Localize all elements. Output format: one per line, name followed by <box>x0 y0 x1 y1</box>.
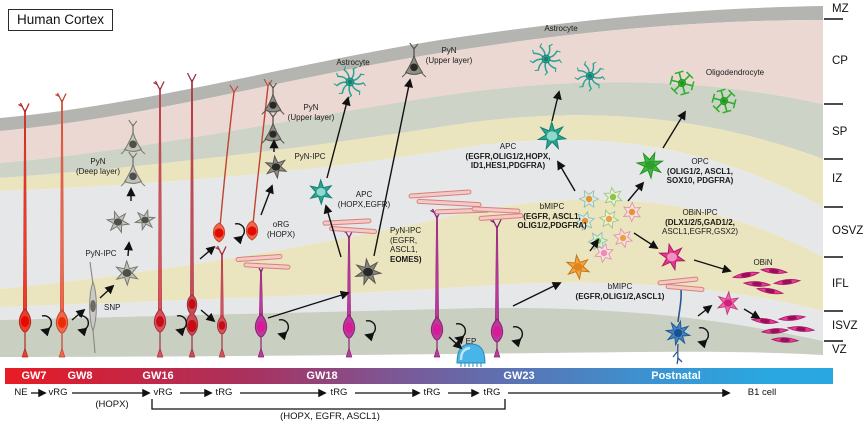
bmipc-cell <box>565 253 591 281</box>
snp-cell <box>89 261 97 354</box>
lineage-arrows <box>71 78 761 350</box>
layer-label-vz: VZ <box>832 344 847 356</box>
org-cells <box>212 78 273 243</box>
trg-cell-4 <box>471 206 524 358</box>
lineage-bracket-note: (HOPX, EGFR, ASCL1) <box>280 411 380 422</box>
label-astrocyte-right: Astrocyte <box>544 24 578 33</box>
trg-cell-1 <box>235 254 291 358</box>
astrocyte-right-cells <box>529 43 606 92</box>
stage-label-gw16: GW16 <box>142 369 174 382</box>
vrg-dividing-cell <box>185 72 199 358</box>
pyn-upper-a-cells <box>261 82 285 144</box>
apc-small-cell <box>309 178 333 206</box>
label-obin-ipc: OBiN-IPC (DLX1/2/5,GAD1/2, ASCL1,EGFR,GS… <box>661 208 739 236</box>
stage-label-postnatal: Postnatal <box>651 369 701 382</box>
lineage-trg-1: tRG <box>215 387 233 398</box>
band-iz <box>0 115 823 207</box>
band-ifl <box>0 199 823 311</box>
label-apc-small: APC(HOPX,EGFR) <box>337 190 391 209</box>
timeline-lineage-arrows <box>31 388 731 410</box>
pyn-ipc-left-cells <box>105 208 157 287</box>
label-pyn-deep: PyN(Deep layer) <box>75 157 121 176</box>
band-mz <box>0 6 823 131</box>
label-org: oRG(HOPX) <box>267 220 295 239</box>
progenitor-cluster <box>574 186 642 264</box>
figure-title: Human Cortex <box>8 9 114 31</box>
vrg-cell-1 <box>18 102 32 358</box>
label-pyn-ipc-upper: PyN-IPC <box>294 152 326 161</box>
layer-label-iz: IZ <box>832 173 843 185</box>
layer-label-isvz: ISVZ <box>832 320 858 332</box>
pyn-upper-b-cell <box>401 42 427 78</box>
lineage-ne: NE <box>14 387 28 398</box>
label-bmipc-lower: bMIPC (EGFR,OLIG1/2,ASCL1) <box>575 282 665 301</box>
layer-ticks <box>824 18 843 342</box>
lineage-hopx-note: (HOPX) <box>95 399 129 410</box>
layer-label-osvz: OSVZ <box>832 225 864 237</box>
label-bmipc-upper: bMIPC (EGFR, ASCL1, OLIG1/2,PDGFRA) <box>517 202 587 230</box>
lineage-trg-4: tRG <box>483 387 501 398</box>
label-astrocyte-left: Astrocyte <box>336 58 370 67</box>
stage-label-gw7: GW7 <box>21 369 47 382</box>
label-pyn-upper-a: PyN(Upper layer) <box>287 103 335 122</box>
label-pyn-ipc-left: PyN-IPC <box>85 249 117 258</box>
lineage-trg-3: tRG <box>423 387 441 398</box>
vrg-cell-3 <box>153 80 167 358</box>
trg-cell-2 <box>322 218 377 358</box>
ep-cell <box>456 343 486 367</box>
pyn-deep-cells <box>120 119 146 187</box>
label-opc: OPC (OLIG1/2, ASCL1, SOX10, PDGFRA) <box>666 157 734 185</box>
layer-label-ifl: IFL <box>832 278 849 290</box>
band-cp <box>0 20 823 163</box>
label-pyn-ipc-eomes: PyN-IPC (EGFR, ASCL1, EOMES) <box>390 226 422 264</box>
label-oligodendrocyte: Oligodendrocyte <box>705 68 765 77</box>
label-snp: SNP <box>104 303 121 312</box>
stage-label-gw23: GW23 <box>503 369 535 382</box>
opc-cell <box>635 151 665 180</box>
astrocyte-left-cell <box>333 66 367 99</box>
label-apc-big: APC (EGFR,OLIG1/2,HOPX, ID1,HES1,PDGFRA) <box>465 142 551 170</box>
lineage-bracket <box>151 399 506 410</box>
obin-cells-isvz <box>750 315 816 343</box>
b1-cell <box>657 276 705 365</box>
label-obin: OBiN <box>753 258 773 267</box>
layer-label-sp: SP <box>832 126 848 138</box>
gestational-week-bar <box>5 368 833 384</box>
obin-ipc-cell-1 <box>658 242 686 272</box>
vrg-cell-2 <box>55 92 69 358</box>
lineage-vrg-2: vRG <box>153 387 173 398</box>
label-pyn-upper-b: PyN(Upper layer) <box>425 46 473 65</box>
band-isvz <box>0 282 823 341</box>
layer-label-cp: CP <box>832 55 848 67</box>
oligodendrocyte-cells <box>669 70 737 114</box>
lineage-trg-2: tRG <box>330 387 348 398</box>
pyn-ipc-upper-cell <box>264 154 288 180</box>
vrg-cell-small <box>215 245 227 358</box>
self-renewal-arrows <box>40 223 709 349</box>
band-sp <box>0 82 823 178</box>
apc-big-cell <box>536 120 568 151</box>
obin-ipc-cell-2 <box>716 290 740 316</box>
figure-title-text: Human Cortex <box>17 12 105 27</box>
obin-cells-ifl <box>731 268 802 295</box>
label-ep: EP <box>465 337 477 346</box>
lineage-b1-cell: B1 cell <box>747 387 777 398</box>
layer-label-mz: MZ <box>832 3 849 15</box>
stage-label-gw8: GW8 <box>67 369 93 382</box>
stage-label-gw18: GW18 <box>306 369 338 382</box>
lineage-vrg-1: vRG <box>48 387 68 398</box>
pyn-ipc-eomes-cell <box>354 257 383 286</box>
